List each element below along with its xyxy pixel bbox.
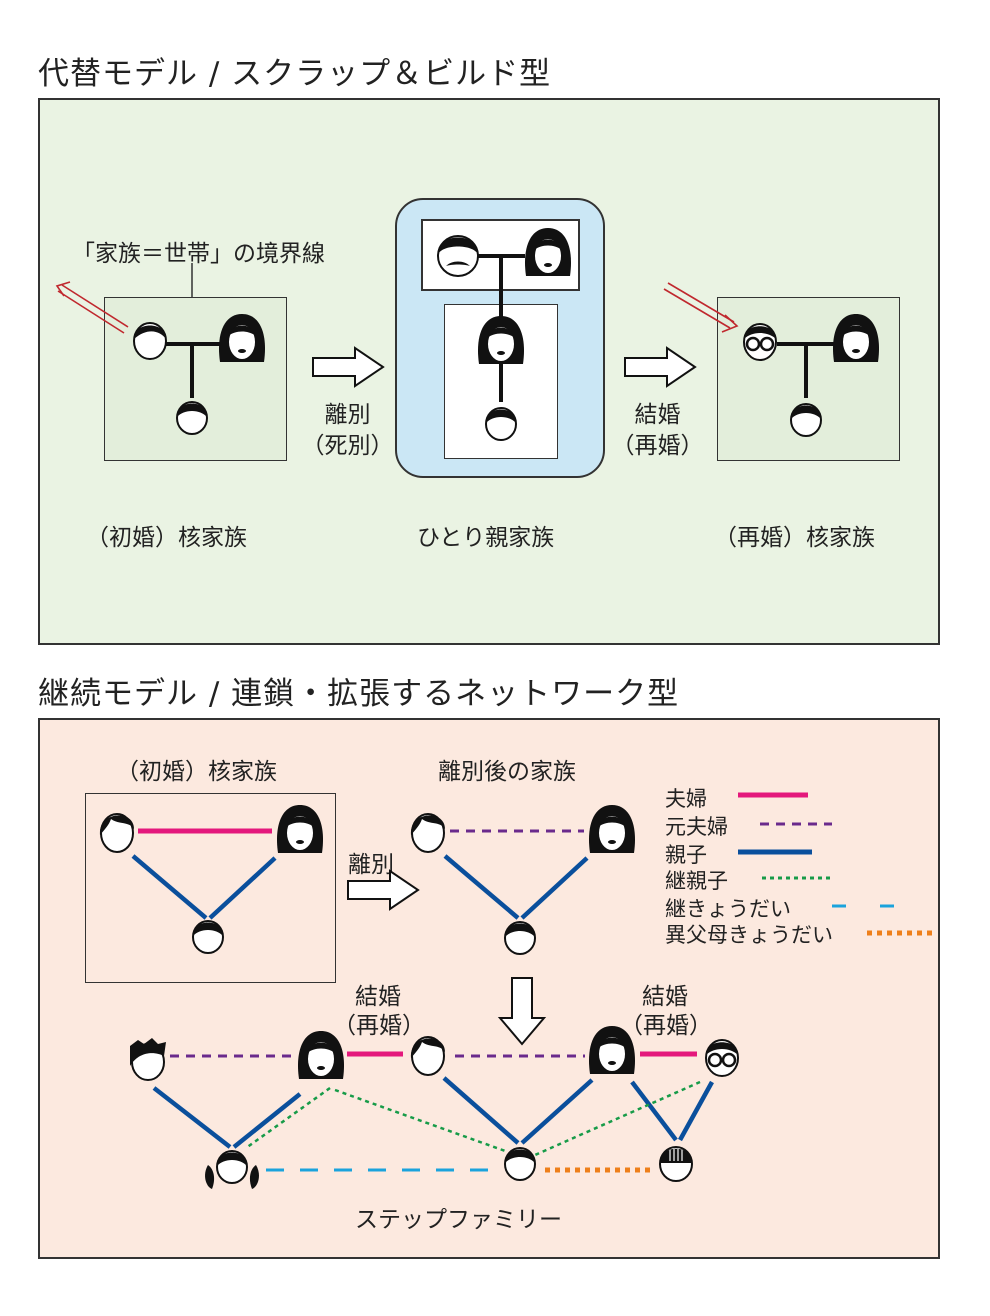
first-family-frame: [85, 793, 336, 983]
top-section-title: 代替モデル / スクラップ＆ビルド型: [38, 56, 552, 92]
bottom-divorce-arrow-icon: [347, 870, 419, 910]
marriage-arrow-icon: [624, 347, 696, 387]
boundary-arrow-right: [663, 282, 739, 333]
bottom-first-family-links: [131, 828, 277, 920]
remarriage-left-line2: （再婚）: [333, 1013, 425, 1039]
step-father-icon: [409, 1036, 446, 1076]
boundary-arrow-left: [55, 281, 129, 334]
remarriage-right-line2: （再婚）: [620, 1013, 712, 1039]
legend-label-step-parent: 継親子: [665, 869, 728, 893]
step-girl-icon: [204, 1150, 260, 1190]
step-mother-icon: [588, 1026, 636, 1074]
bottom-father-icon: [98, 813, 135, 853]
remarriage-left-label: 結婚 （再婚）: [333, 983, 425, 1041]
bottom-mother-icon: [276, 805, 324, 853]
bottom-section-title: 継続モデル / 連鎖・拡張するネットワーク型: [38, 676, 680, 712]
remarriage-right-line1: 結婚: [642, 984, 688, 1010]
remarried-child-icon: [789, 403, 823, 437]
bottom-child-icon: [191, 920, 225, 954]
ex-father-icon: [409, 813, 446, 853]
stepfather-icon: [742, 322, 778, 362]
after-divorce-caption: 離別後の家族: [438, 759, 576, 785]
first-family-caption: （初婚）核家族: [86, 525, 247, 551]
step-family-links: [152, 1051, 714, 1173]
marriage-arrow-label: 結婚 （再婚）: [610, 400, 705, 462]
after-divorce-child-icon: [503, 921, 537, 955]
ex-mother-icon: [588, 805, 636, 853]
legend-label-ex-couple: 元夫婦: [665, 815, 728, 839]
divorce-label-line2: （死別）: [301, 433, 394, 459]
legend-label-parent-child: 親子: [665, 843, 707, 867]
grandfather-icon: [436, 235, 480, 277]
divorce-arrow-icon: [312, 347, 384, 387]
remarriage-left-line1: 結婚: [355, 984, 401, 1010]
step-family-caption: ステップファミリー: [355, 1207, 562, 1233]
single-parent-child-icon: [484, 407, 518, 441]
remarriage-right-label: 結婚 （再婚）: [620, 983, 712, 1041]
boundary-label: 「家族＝世帯」の境界線: [72, 241, 325, 267]
single-parent-caption: ひとり親家族: [417, 525, 555, 551]
bottom-first-family-caption: （初婚）核家族: [116, 759, 277, 785]
divorce-arrow-label: 離別 （死別）: [300, 400, 395, 462]
mother-icon: [218, 314, 266, 362]
down-arrow-icon: [497, 977, 547, 1046]
marriage-label-line2: （再婚）: [611, 433, 704, 459]
first-family-tree: [163, 342, 222, 398]
divorce-label-line1: 離別: [324, 402, 371, 428]
step-woman-icon: [297, 1031, 345, 1079]
legend-label-couple: 夫婦: [665, 787, 707, 811]
single-mother-icon: [477, 316, 525, 364]
father-icon: [132, 322, 168, 360]
grandmother-icon: [524, 228, 572, 276]
child-icon: [175, 401, 209, 435]
legend-label-step-sibling: 継きょうだい: [665, 897, 791, 921]
step-child-icon: [503, 1147, 537, 1181]
remarried-mother-icon: [832, 314, 880, 362]
remarried-family-caption: （再婚）核家族: [714, 525, 875, 551]
marriage-label-line1: 結婚: [634, 402, 681, 428]
step-ex-husband-icon: [129, 1037, 167, 1081]
step-new-husband-icon: [704, 1038, 740, 1078]
remarried-family-tree: [777, 342, 836, 398]
bottom-divorce-label: 離別: [348, 852, 394, 878]
single-parent-tree: [478, 254, 525, 402]
half-sibling-icon: [658, 1146, 694, 1182]
after-divorce-links: [443, 829, 589, 920]
continuation-model-panel: [38, 718, 940, 1259]
legend-label-half-sibling: 異父母きょうだい: [665, 923, 833, 947]
legend-swatches: [738, 792, 932, 936]
